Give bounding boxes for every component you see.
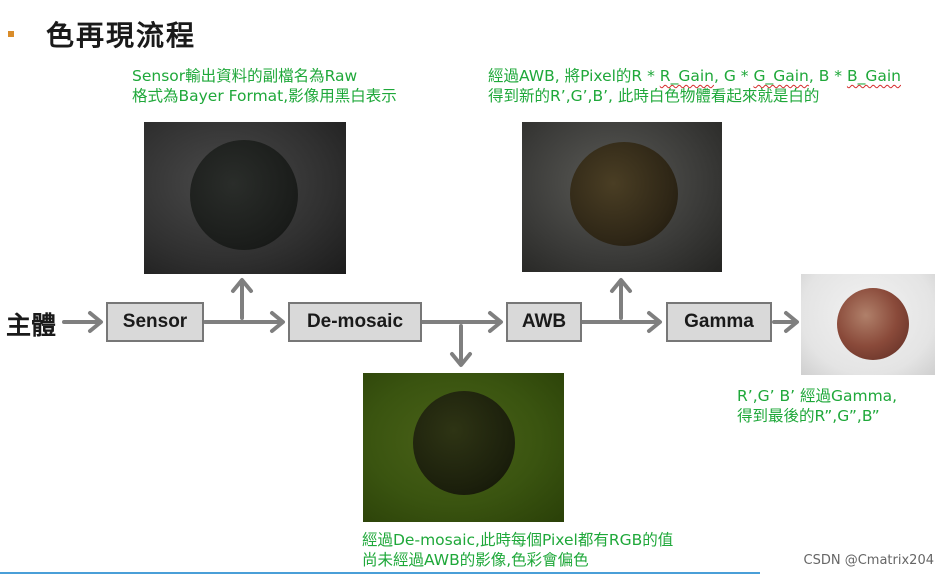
arrow-demosaic-down [450,324,472,367]
arrow-sensor-up [231,278,253,320]
awb-note-r-gain: R_Gain [659,67,714,85]
awb-note-mid-1: , G * [713,67,754,85]
demosaic-note: 經過De-mosaic,此時每個Pixel都有RGB的值 尚未經過AWB的影像,… [362,530,673,570]
watermark: CSDN @Cmatrix204 [803,553,934,568]
arrow-subject-to-sensor [62,311,103,333]
awb-note-g-gain: G_Gain [753,67,809,85]
raw-apple [190,140,298,250]
sensor-box: Sensor [106,302,204,342]
demosaic-image [363,373,564,522]
demosaic-note-line-1: 經過De-mosaic,此時每個Pixel都有RGB的值 [362,531,674,549]
arrow-demosaic-to-awb [420,311,503,333]
arrow-awb-up [610,278,632,320]
sensor-note-line-2: 格式為Bayer Format,影像用黑白表示 [132,87,397,105]
title-bullet [8,31,14,37]
awb-note-line-2: 得到新的R’,G’,B’, 此時白色物體看起來就是白的 [488,87,820,105]
gamma-apple [837,288,909,360]
awb-note-line-1: 經過AWB, 將Pixel的R * R_Gain, G * G_Gain, B … [488,66,901,86]
bottom-divider [0,572,760,574]
subject-label: 主體 [6,311,57,340]
awb-note-mid-2: , B * [808,67,847,85]
page-title: 色再現流程 [46,19,197,52]
awb-image [522,122,722,272]
demosaic-box: De-mosaic [288,302,422,342]
demosaic-note-line-2: 尚未經過AWB的影像,色彩會偏色 [362,551,589,569]
awb-note: 經過AWB, 將Pixel的R * R_Gain, G * G_Gain, B … [488,66,901,106]
raw-image [144,122,346,274]
gamma-note-line-2: 得到最後的R”,G”,B” [737,407,880,425]
sensor-note-line-1: Sensor輸出資料的副檔名為Raw [132,67,358,85]
arrow-sensor-to-demosaic [203,311,285,333]
gamma-note-line-1: R’,G’ B’ 經過Gamma, [737,387,898,405]
arrow-awb-to-gamma [580,311,662,333]
awb-note-prefix: 經過AWB, 將Pixel的R * [488,67,660,85]
sensor-note: Sensor輸出資料的副檔名為Raw 格式為Bayer Format,影像用黑白… [132,66,397,106]
awb-apple [570,142,678,246]
gamma-image [801,274,935,375]
arrow-gamma-to-output [772,311,799,333]
awb-note-b-gain: B_Gain [846,67,901,85]
demosaic-apple [413,391,515,495]
awb-box: AWB [506,302,582,342]
gamma-box: Gamma [666,302,772,342]
gamma-note: R’,G’ B’ 經過Gamma, 得到最後的R”,G”,B” [737,386,897,426]
